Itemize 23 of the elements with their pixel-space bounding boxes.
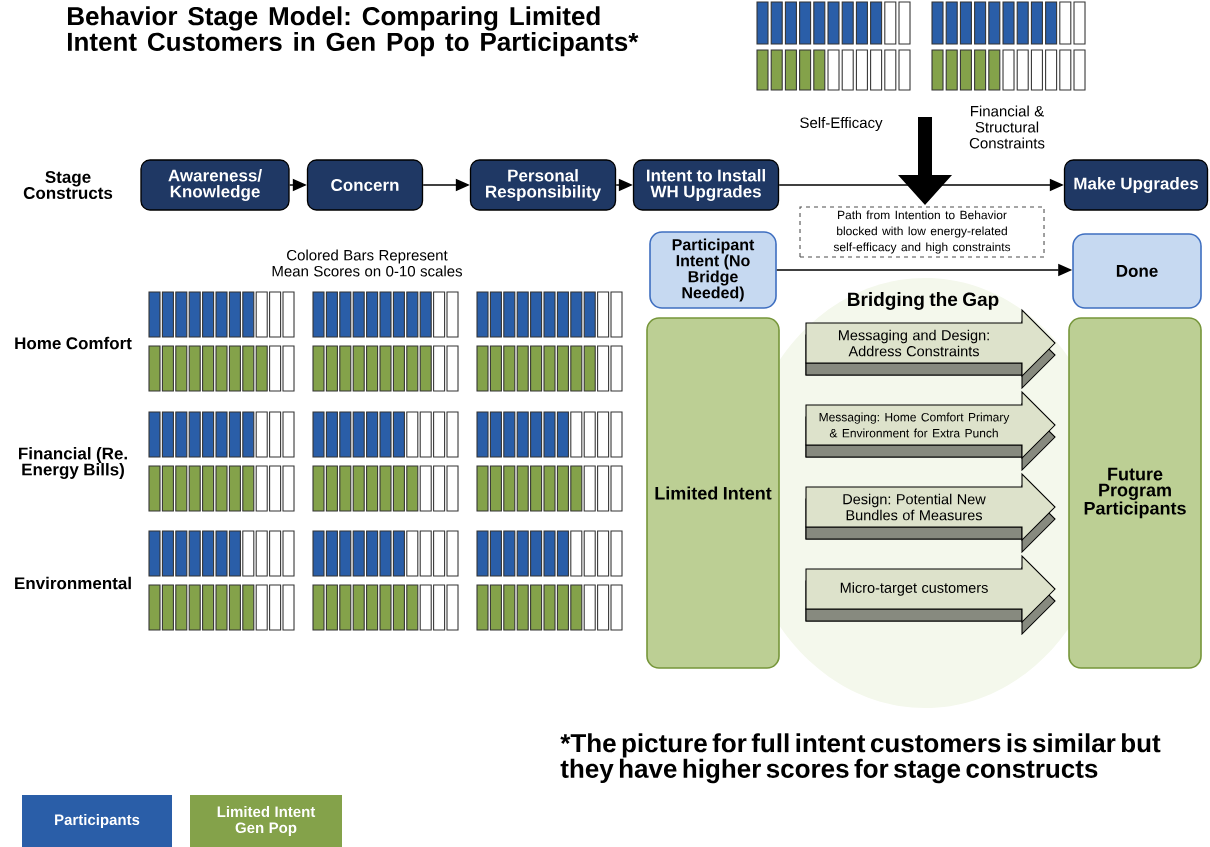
axis-label: Self-Efficacy [800, 117, 883, 131]
strategy-banner: Messaging: Home Comfort Primary & Environment for Extra Punch [805, 390, 1056, 472]
strategy-banner: Micro-target customers [805, 554, 1056, 636]
footnote: *The picture for full intent customers is similar but they have higher scores for stage constructs [560, 733, 1161, 784]
outcome-box: Done [1072, 233, 1202, 309]
strategy-banner: Design: Potential New Bundles of Measures [805, 472, 1056, 554]
intent-box: Participant Intent (No Bridge Needed) [649, 231, 777, 309]
row-label: Environmental [15, 576, 131, 590]
axis-label: Financial & Structural Constraints [969, 105, 1045, 149]
stage-box: Personal Responsibility [469, 159, 617, 211]
stage-box: Awareness/ Knowledge [140, 159, 290, 211]
stage-box: Intent to Install WH Upgrades [632, 159, 780, 211]
row-label: Home Comfort [15, 336, 132, 350]
group-panel: Future Program Participants [1068, 317, 1202, 669]
stage-box: Concern [306, 159, 424, 211]
note-box: Path from Intention to Behavior blocked with low energy-related self-efficacy and high constraints [799, 206, 1045, 258]
stage-box: Make Upgrades [1063, 159, 1209, 211]
note-text: Colored Bars Represent Mean Scores on 0-10 scales [272, 249, 463, 277]
title: Behavior Stage Model: Comparing Limited Intent Customers in Gen Pop to Participants* [68, 6, 639, 57]
row-label: Stage Constructs [23, 171, 113, 199]
group-panel: Limited Intent [646, 317, 780, 669]
row-label: Financial (Re. Energy Bills) [19, 447, 127, 479]
section-heading: Bridging the Gap [848, 292, 999, 310]
